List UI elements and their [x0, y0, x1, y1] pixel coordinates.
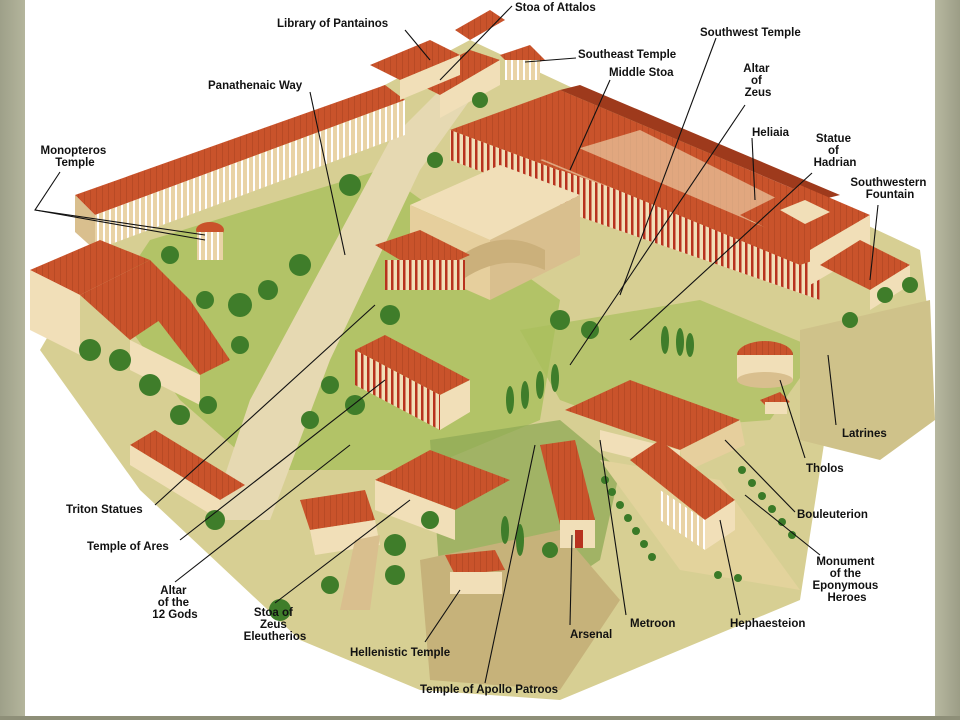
- label-southwestern-fountain: Southwestern Fountain: [850, 177, 929, 201]
- leader-southeast-temple: [524, 57, 577, 63]
- stoa-of-attalos-building: [75, 50, 500, 250]
- leader-triton-statues: [154, 304, 376, 506]
- leader-stoa-of-zeus: [274, 499, 411, 604]
- leader-lines: [34, 5, 879, 684]
- leader-arsenal: [569, 534, 573, 626]
- hephaesteion-building: [600, 440, 800, 590]
- leader-hellenistic-temple: [424, 589, 461, 643]
- southeast-temple-building: [500, 45, 545, 80]
- leader-southwest-temple: [619, 37, 717, 296]
- leader-altar-of-zeus: [569, 104, 746, 366]
- trees: [79, 92, 918, 621]
- leader-bouleuterion: [724, 439, 796, 513]
- tholos-building: [737, 341, 793, 388]
- triton-statues-building: [130, 430, 245, 520]
- label-triton-statues: Triton Statues: [66, 504, 143, 516]
- label-temple-of-ares: Temple of Ares: [87, 541, 169, 553]
- label-stoa-of-zeus: Stoa of Zeus Eleutherios: [244, 607, 307, 643]
- hellenistic-temple-building: [445, 550, 505, 594]
- leader-monopteros-temple-2: [34, 209, 206, 241]
- leader-hephaesteion: [719, 519, 741, 616]
- leader-latrines: [827, 354, 837, 426]
- label-heliaia: Heliaia: [752, 127, 790, 139]
- agora-illustration-panel: Stoa of Attalos Library of Pantainos Sou…: [25, 0, 935, 716]
- label-stoa-of-attalos: Stoa of Attalos: [515, 2, 596, 14]
- west-buildings: [30, 240, 230, 405]
- label-panathenaic-way: Panathenaic Way: [208, 80, 303, 92]
- leader-stoa-of-attalos: [439, 5, 513, 81]
- monopteros-temple-building: [196, 222, 224, 260]
- leader-heliaia: [751, 137, 756, 201]
- left-border: [0, 0, 25, 720]
- labels: Stoa of Attalos Library of Pantainos Sou…: [40, 2, 929, 696]
- label-bouleuterion: Bouleuterion: [797, 509, 868, 521]
- leader-middle-stoa: [569, 79, 611, 171]
- right-border: [935, 0, 960, 720]
- arsenal-building: [540, 440, 595, 548]
- label-hellenistic-temple: Hellenistic Temple: [350, 647, 450, 659]
- leader-metroon: [599, 439, 627, 616]
- leader-monument-eponymous: [744, 494, 821, 556]
- leader-panathenaic-way: [309, 91, 346, 256]
- label-statue-of-hadrian: Statue of Hadrian: [814, 133, 857, 169]
- leader-tholos: [779, 379, 806, 459]
- label-altar-12-gods: Altar of the 12 Gods: [152, 585, 197, 621]
- temple-of-ares-building: [355, 335, 470, 430]
- label-latrines: Latrines: [842, 428, 887, 440]
- leader-library-of-pantainos: [404, 29, 431, 61]
- leader-temple-apollo-patroos: [484, 444, 536, 684]
- label-southwest-temple: Southwest Temple: [700, 27, 801, 39]
- label-middle-stoa: Middle Stoa: [609, 67, 674, 79]
- label-library-of-pantainos: Library of Pantainos: [277, 18, 388, 30]
- stoa-of-zeus-building: [300, 450, 510, 610]
- library-of-pantainos-building: [370, 10, 505, 100]
- label-altar-of-zeus: Altar of Zeus: [743, 63, 772, 99]
- label-metroon: Metroon: [630, 618, 675, 630]
- label-monopteros-temple: Monopteros Temple: [40, 145, 109, 169]
- label-arsenal: Arsenal: [570, 629, 612, 641]
- hephaesteion-garden-shrubs: [601, 466, 796, 582]
- label-temple-apollo-patroos: Temple of Apollo Patroos: [420, 684, 558, 696]
- odeion-building: [375, 165, 580, 300]
- label-tholos: Tholos: [806, 463, 844, 475]
- leader-southwestern-fountain: [869, 204, 879, 281]
- label-southeast-temple: Southeast Temple: [578, 49, 676, 61]
- leader-statue-of-hadrian: [629, 172, 813, 341]
- label-monument-eponymous: Monument of the Eponymous Heroes: [812, 556, 881, 604]
- leader-temple-of-ares: [179, 379, 386, 541]
- leader-altar-12-gods: [174, 444, 351, 583]
- latrines-building: [760, 392, 790, 414]
- bottom-border: [0, 716, 960, 720]
- label-hephaesteion: Hephaesteion: [730, 618, 805, 630]
- agora-reconstruction-illustration: Stoa of Attalos Library of Pantainos Sou…: [30, 2, 935, 700]
